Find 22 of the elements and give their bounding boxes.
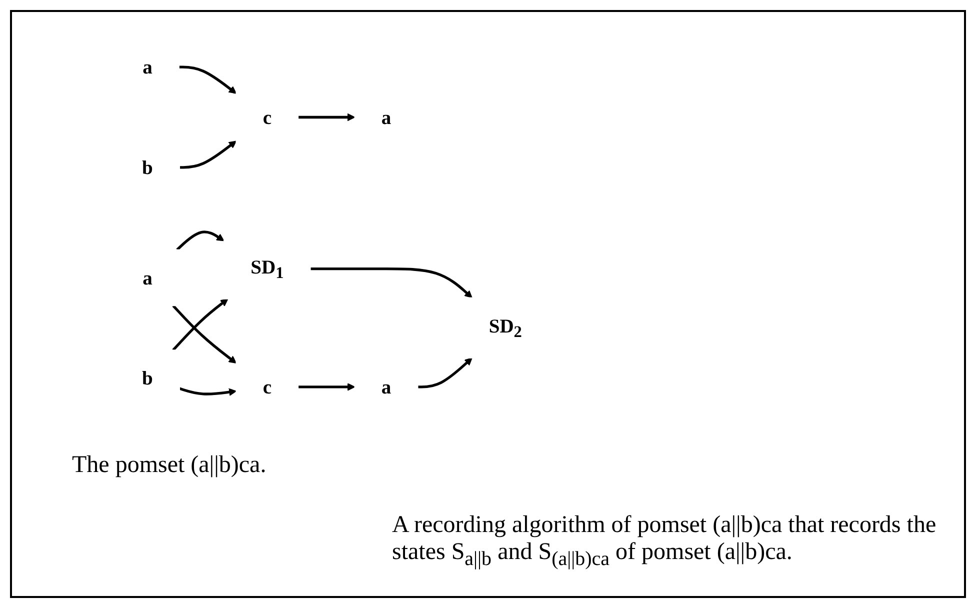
arrow	[179, 66, 237, 94]
arrow	[298, 383, 356, 391]
arrow	[172, 298, 228, 351]
node-text: b	[142, 156, 153, 179]
arrow	[176, 230, 224, 251]
arrow	[172, 304, 237, 364]
arrow	[310, 268, 472, 298]
node-text: a	[381, 376, 392, 398]
node-text: a	[381, 106, 392, 128]
node-text: SD$_{1}$	[250, 256, 284, 282]
node-text: SD$_{2}$	[488, 314, 522, 341]
node-text: b	[142, 366, 153, 390]
figure-caption: The pomset (a||b)ca.	[72, 452, 268, 479]
arrow	[418, 358, 472, 388]
arrow	[179, 387, 237, 396]
node-text: c	[262, 376, 272, 398]
node-text: a	[142, 266, 152, 289]
arrow	[180, 140, 237, 169]
arrow	[298, 113, 356, 122]
figure-caption: A recording algorithm of pomset (a||b)ca that records the states S$_{a||b}$ and S$_{(a||b)ca}$ of pomset (a||b)ca.	[392, 512, 938, 571]
node-text: c	[262, 106, 272, 128]
node-text: a	[142, 56, 152, 78]
